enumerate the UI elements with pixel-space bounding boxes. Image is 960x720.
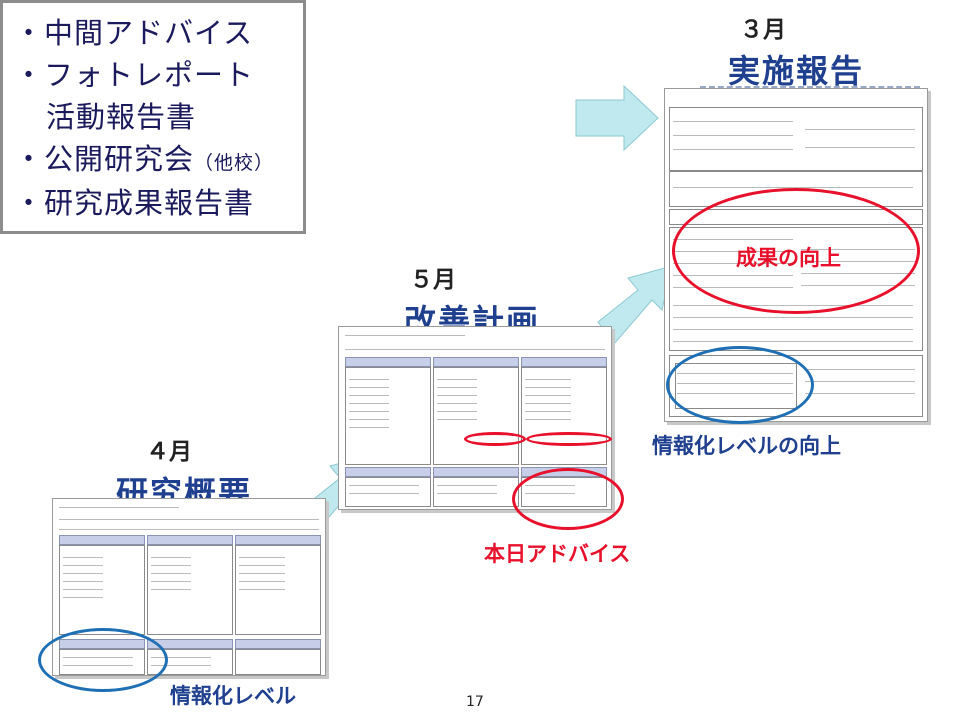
activity-item-other-school: （他校） [194, 152, 275, 174]
may-month-label: ５月 [410, 267, 456, 293]
march-stage-title: 実施報告 [728, 52, 865, 90]
info-level-ellipse [38, 628, 168, 692]
april-month-label: ４月 [146, 439, 192, 465]
results-improvement-ellipse [672, 188, 920, 314]
page-number: 17 [466, 694, 484, 710]
activity-item-open-research: ・公開研究会（他校） [14, 142, 275, 176]
today-advice-caption: 本日アドバイス [484, 542, 631, 566]
info-level-caption: 情報化レベル [170, 684, 296, 708]
march-month-label: ３月 [740, 17, 786, 43]
highlight-ellipse [526, 432, 612, 446]
info-level-improvement-ellipse [666, 346, 814, 424]
highlight-ellipse [464, 432, 526, 446]
info-level-improvement-caption: 情報化レベルの向上 [652, 434, 841, 458]
activity-item-photo-report: ・フォトレポート [14, 58, 255, 92]
activities-box: ・中間アドバイス ・フォトレポート 活動報告書 ・公開研究会（他校） ・研究成果… [0, 0, 306, 234]
activity-item-results-report: ・研究成果報告書 [14, 186, 255, 220]
activity-item-activity-report: 活動報告書 [46, 100, 197, 134]
results-improvement-caption: 成果の向上 [736, 246, 841, 270]
activity-item-interim-advice: ・中間アドバイス [14, 16, 254, 50]
today-advice-ellipse [512, 468, 624, 530]
march-title-underline [700, 86, 920, 89]
arrow-right-icon [575, 84, 659, 152]
